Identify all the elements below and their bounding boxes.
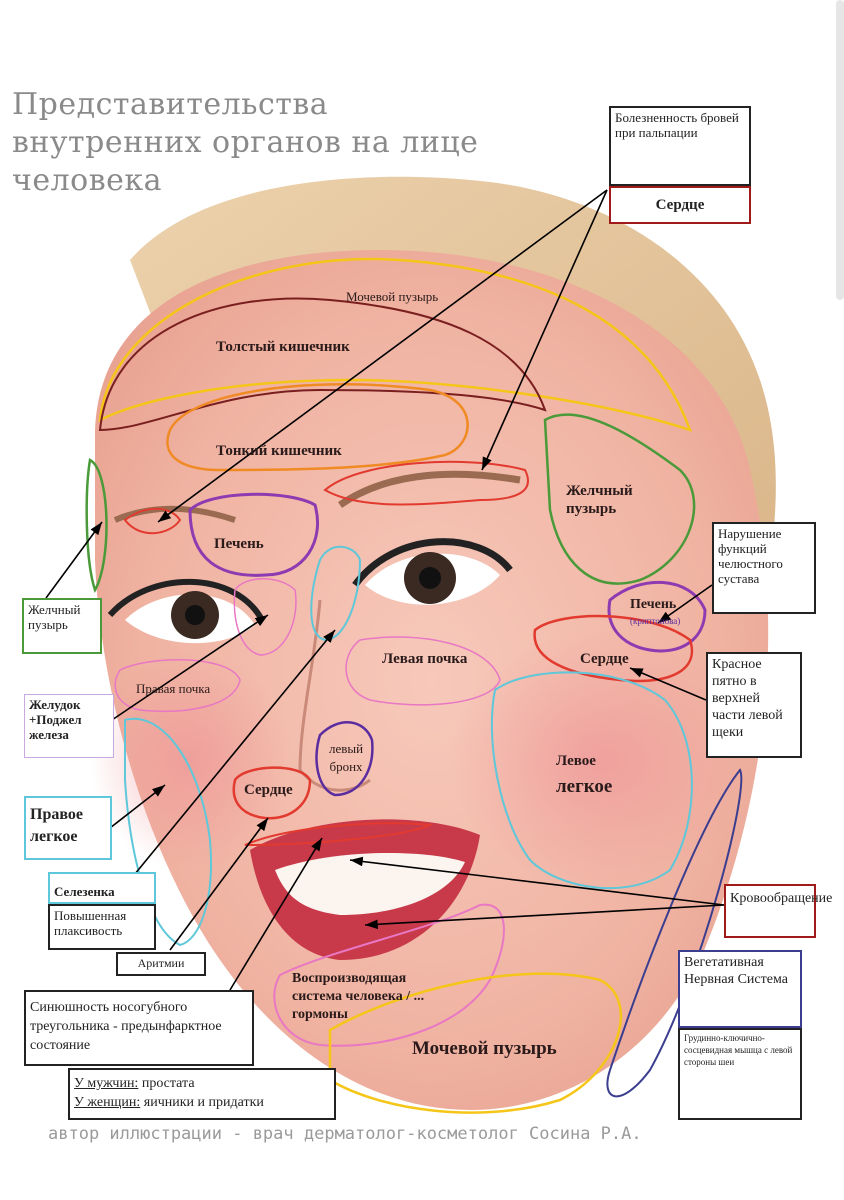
zone-left-kidney bbox=[345, 636, 501, 706]
callout-reproductive: У мужчин: простата У женщин: яичники и п… bbox=[68, 1068, 336, 1120]
callout-spleen: Селезенка bbox=[48, 872, 156, 904]
callout-sternum: Грудинно-ключично-сосцевидная мышца с ле… bbox=[678, 1028, 802, 1120]
zone-label-bladder-top: Мочевой пузырь bbox=[346, 289, 439, 304]
callout-stomach: Желудок +Поджел железа bbox=[24, 694, 114, 758]
cyanosis-text: Синюшность носогубного треугольника - пр… bbox=[30, 1000, 222, 1053]
zone-vegetative bbox=[606, 768, 743, 1098]
zone-bladder-bottom bbox=[328, 972, 623, 1114]
zone-liver-right bbox=[607, 580, 707, 653]
zone-brow-heart-left bbox=[323, 460, 529, 506]
zone-right-lung bbox=[124, 717, 212, 947]
zone-large-intestine bbox=[98, 297, 547, 432]
men-label: У мужчин: bbox=[74, 1076, 139, 1091]
callout-right-lung: Правое легкое bbox=[24, 796, 112, 860]
right-eye bbox=[107, 578, 265, 644]
women-label: У женщин: bbox=[74, 1095, 141, 1110]
men-line: У мужчин: простата bbox=[74, 1074, 330, 1093]
zone-label-liver: Печень bbox=[214, 536, 264, 552]
zone-label-left-lung-1: Левое bbox=[556, 753, 596, 769]
callout-vegetative: Вегетативная Нервная Система bbox=[678, 950, 802, 1028]
scrollbar[interactable] bbox=[836, 0, 844, 300]
callout-jaw: Нарушение функций челюстного сустава bbox=[712, 522, 816, 614]
callout-circulation: Кровообращение bbox=[724, 884, 832, 938]
callout-cyanosis: Синюшность носогубного треугольника - пр… bbox=[24, 990, 254, 1066]
zone-small-intestine bbox=[166, 383, 469, 472]
zone-bladder-top bbox=[98, 257, 693, 433]
zone-label-left-kidney: Левая почка bbox=[382, 651, 468, 667]
page-title: Представительства внутренних органов на … bbox=[12, 86, 572, 200]
zone-heart-nose bbox=[232, 766, 312, 820]
callout-red-spot: Красное пятно в верхней части левой щеки bbox=[706, 652, 802, 758]
title-line-2: внутренних органов на лице bbox=[12, 125, 479, 160]
zone-heart-right bbox=[533, 614, 694, 683]
zone-label-heart-right: Сердце bbox=[580, 651, 629, 667]
zone-label-right-kidney: Правая почка bbox=[136, 681, 211, 696]
left-eyebrow bbox=[337, 470, 521, 508]
zone-reproductive bbox=[273, 903, 505, 1047]
zone-gallbladder-right bbox=[543, 413, 696, 585]
callout-gallbladder-left: Желчный пузырь bbox=[22, 598, 102, 654]
right-cheek-blush bbox=[90, 650, 290, 870]
left-cheek-blush bbox=[450, 630, 750, 890]
zone-label-bladder-bottom: Мочевой пузырь bbox=[412, 1038, 557, 1059]
zone-left-lung bbox=[490, 671, 693, 890]
zone-label-reproductive: Воспроизводящая система человека / ... г… bbox=[292, 971, 425, 1022]
zone-label-liver-right: Печень bbox=[630, 597, 677, 612]
callout-heart: Сердце bbox=[609, 186, 751, 224]
zone-label-small-intestine: Тонкий кишечник bbox=[216, 443, 342, 459]
zone-right-kidney bbox=[114, 659, 241, 712]
zone-left-bronchus bbox=[315, 721, 374, 797]
women-line: У женщин: яичники и придатки bbox=[74, 1093, 330, 1112]
title-line-3: человека bbox=[12, 163, 162, 198]
zone-stomach bbox=[233, 578, 297, 656]
zone-gallbladder-left bbox=[85, 458, 108, 594]
callout-arrhythmia: Аритмии bbox=[116, 952, 206, 976]
title-line-1: Представительства bbox=[12, 87, 329, 122]
callout-tearfulness: Повышенная плаксивость bbox=[48, 904, 156, 950]
women-text: яичники и придатки bbox=[140, 1095, 264, 1110]
zone-left-kidney-inner bbox=[310, 545, 362, 642]
zone-label-large-intestine: Толстый кишечник bbox=[216, 339, 350, 355]
zone-liver bbox=[188, 492, 320, 577]
zone-label-left-lung-2: легкое bbox=[556, 776, 613, 797]
nose bbox=[298, 599, 371, 792]
zone-label-left-bronchus: левый бронх bbox=[328, 741, 364, 774]
left-eye bbox=[352, 538, 513, 605]
zone-label-heart-nose: Сердце bbox=[244, 782, 293, 798]
men-text: простата bbox=[138, 1076, 195, 1091]
right-eyebrow bbox=[113, 505, 236, 523]
callout-arrows bbox=[45, 189, 725, 991]
zone-label-liver-right-note: (криптонова) bbox=[630, 616, 681, 626]
callout-brow-pain: Болезненность бровей при пальпации bbox=[609, 106, 751, 186]
zone-brow-heart-right bbox=[123, 507, 182, 535]
zone-label-gallbladder-right: Желчный пузырь bbox=[566, 483, 633, 517]
author-credit: автор иллюстрации - врач дерматолог-косм… bbox=[48, 1124, 642, 1144]
